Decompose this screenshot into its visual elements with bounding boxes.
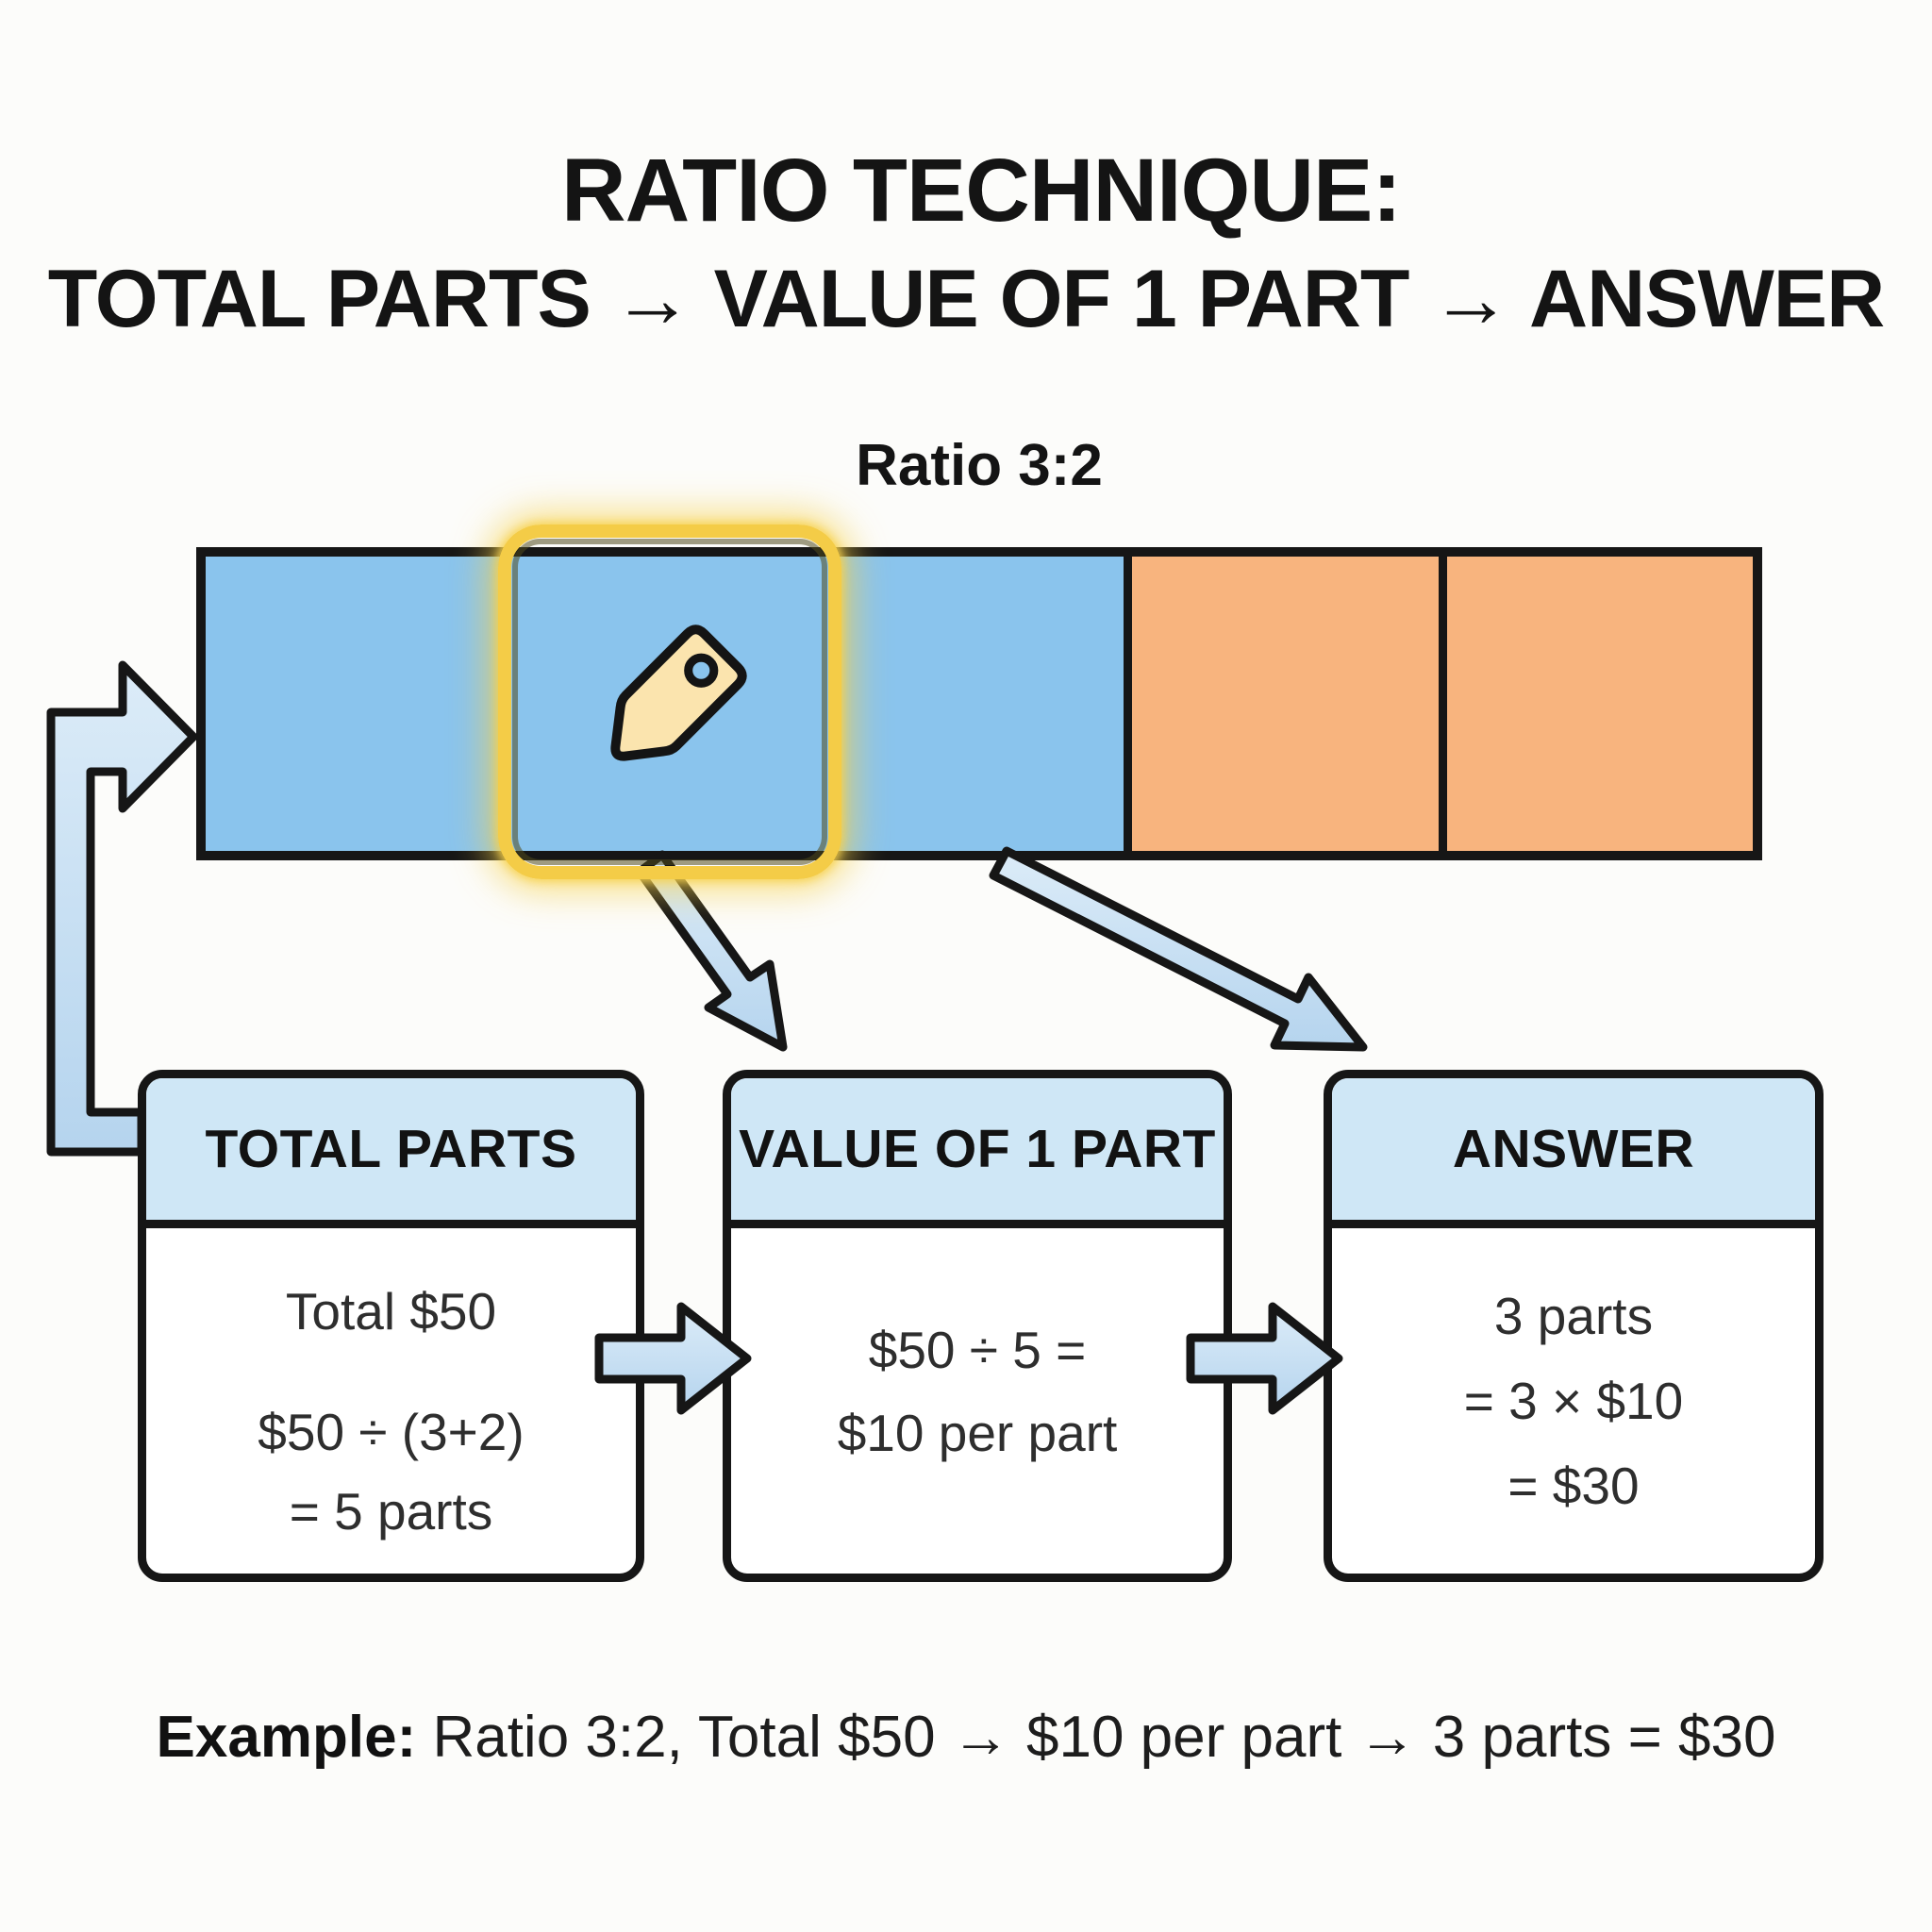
highlighted-segment-ring <box>498 525 841 879</box>
answer-line-3: = $30 <box>1507 1457 1640 1515</box>
price-tag-icon <box>610 625 747 761</box>
bar-segment-1 <box>206 557 512 851</box>
example-label: Example: <box>156 1705 417 1770</box>
bar-segment-5 <box>1438 557 1754 851</box>
highlighted-segment-inner-border <box>512 539 827 865</box>
bar-segment-4 <box>1124 557 1439 851</box>
page-title: RATIO TECHNIQUE: <box>561 141 1402 241</box>
value-of-1-part-header: VALUE OF 1 PART <box>731 1078 1224 1228</box>
total-parts-box: TOTAL PARTS Total $50 $50 ÷ (3+2) = 5 pa… <box>138 1070 644 1582</box>
total-parts-line-2: $50 ÷ (3+2) <box>258 1403 525 1461</box>
answer-box: ANSWER 3 parts = 3 × $10 = $30 <box>1324 1070 1824 1582</box>
bar-segment-3 <box>817 557 1124 851</box>
page-subtitle: TOTAL PARTS → VALUE OF 1 PART → ANSWER <box>47 254 1885 344</box>
total-parts-line-3: = 5 parts <box>289 1482 493 1541</box>
example-line: Example: Ratio 3:2, Total $50 → $10 per … <box>0 1704 1932 1771</box>
value-line-2: $10 per part <box>837 1404 1118 1462</box>
total-parts-header: TOTAL PARTS <box>146 1078 636 1228</box>
answer-line-1: 3 parts <box>1493 1287 1654 1345</box>
arrow-bar-to-answer-box-icon <box>989 846 1368 1052</box>
arrow-highlight-to-value-box-icon <box>635 850 788 1052</box>
answer-header: ANSWER <box>1332 1078 1815 1228</box>
ratio-bar <box>196 547 1762 860</box>
total-parts-line-1: Total $50 <box>285 1282 497 1341</box>
example-text: Ratio 3:2, Total $50 → $10 per part → 3 … <box>416 1705 1776 1770</box>
answer-line-2: = 3 × $10 <box>1463 1372 1684 1430</box>
ratio-bar-label: Ratio 3:2 <box>856 433 1103 498</box>
value-line-1: $50 ÷ 5 = <box>868 1321 1087 1379</box>
value-of-1-part-box: VALUE OF 1 PART $50 ÷ 5 = $10 per part <box>723 1070 1232 1582</box>
